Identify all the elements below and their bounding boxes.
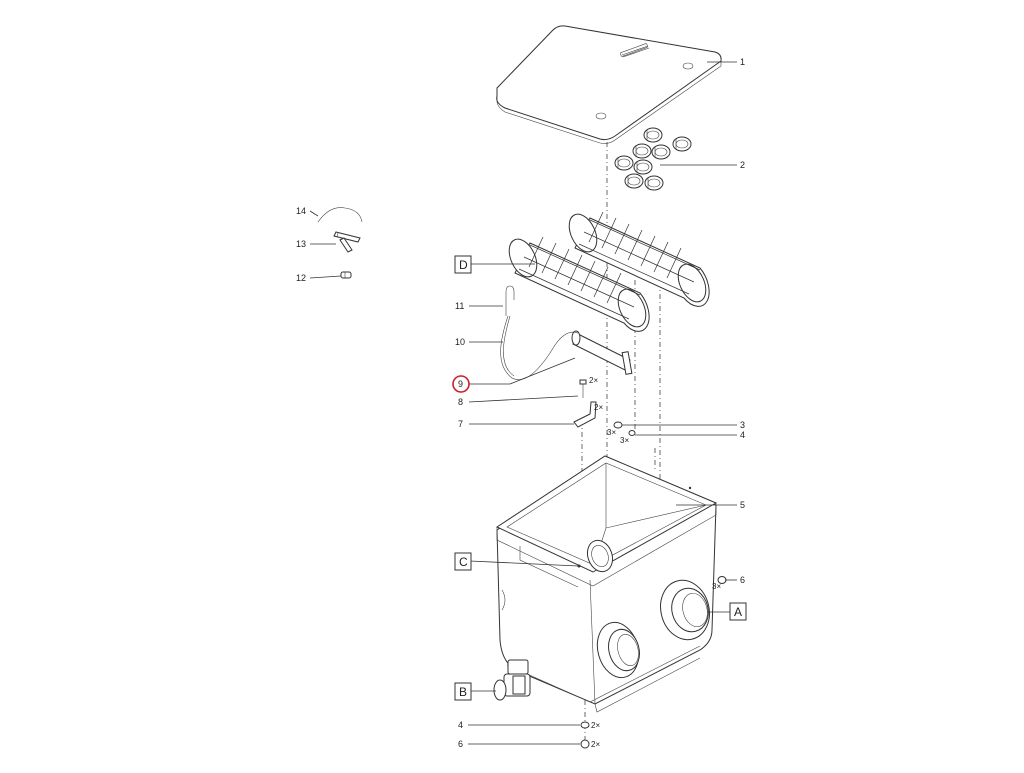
screw-part-8 — [579, 379, 587, 398]
leader-lines — [309, 61, 737, 745]
callout-9: 9 — [458, 379, 463, 389]
callout-10: 10 — [455, 337, 465, 347]
filter-box-part — [495, 455, 718, 713]
quantity-markers: 2× 2× 3× 3× 3× 2× 2× — [589, 376, 721, 749]
clip-part-7 — [573, 401, 597, 428]
qty-part-4: 3× — [620, 436, 629, 445]
qty-part-6-bottom: 2× — [591, 740, 600, 749]
part-13-connector — [333, 231, 361, 253]
svg-text:B: B — [459, 685, 467, 699]
qty-part-3: 3× — [607, 428, 616, 437]
connection-label-D: D — [454, 255, 472, 274]
hook-part — [505, 285, 515, 316]
callout-14: 14 — [296, 206, 306, 216]
callout-9-highlight — [452, 375, 470, 393]
svg-text:D: D — [459, 258, 468, 272]
callout-7: 7 — [458, 419, 463, 429]
part-14-bracket — [317, 207, 363, 223]
drain-valve-part — [493, 659, 531, 701]
qty-part-8: 2× — [589, 376, 598, 385]
connection-label-C: C — [454, 552, 472, 571]
callout-8: 8 — [458, 397, 463, 407]
callout-6-bottom: 6 — [458, 739, 463, 749]
connection-label-A: A — [729, 602, 747, 621]
callout-3: 3 — [740, 420, 745, 430]
svg-text:C: C — [459, 555, 468, 569]
callout-numbers: 1 2 3 4 5 6 7 8 9 10 11 12 13 14 4 6 — [296, 57, 745, 749]
callout-2: 2 — [740, 160, 745, 170]
callout-4-bottom: 4 — [458, 720, 463, 730]
fitting-part-4 — [628, 430, 636, 436]
fitting-part-6-bottom — [580, 739, 590, 749]
filter-cylinder-upper — [568, 211, 710, 307]
lid-part — [496, 25, 722, 144]
qty-part-6: 3× — [712, 582, 721, 591]
callout-5: 5 — [740, 500, 745, 510]
filter-rollers-part — [614, 127, 692, 191]
svg-text:A: A — [734, 605, 742, 619]
part-12-plug — [340, 271, 352, 279]
callout-13: 13 — [296, 239, 306, 249]
qty-part-4-bottom: 2× — [591, 721, 600, 730]
callout-12: 12 — [296, 273, 306, 283]
fitting-part-4-bottom — [580, 721, 590, 729]
callout-6-top: 6 — [740, 575, 745, 585]
filter-cylinder-lower — [508, 236, 650, 332]
callout-4-top: 4 — [740, 430, 745, 440]
cleaning-tube-part — [571, 330, 633, 375]
callout-1: 1 — [740, 57, 745, 67]
connection-label-B: B — [454, 682, 472, 701]
hose-part — [500, 315, 579, 380]
qty-part-7: 2× — [594, 403, 603, 412]
callout-11: 11 — [455, 301, 464, 311]
